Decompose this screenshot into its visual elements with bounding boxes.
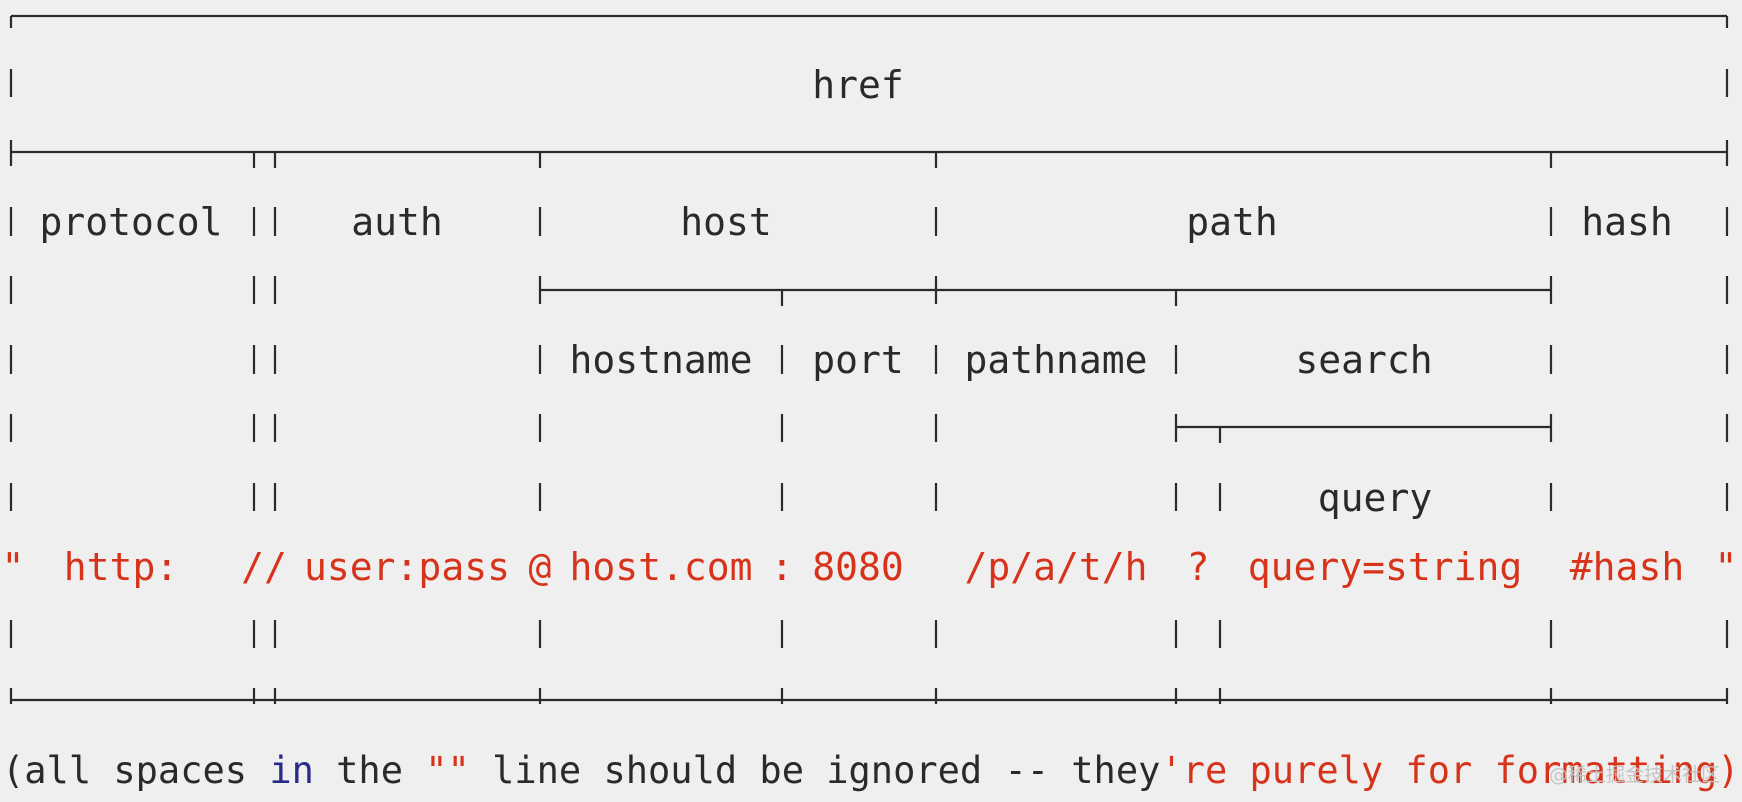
- url-hostname: host.com: [569, 545, 753, 589]
- host-label: host: [680, 200, 772, 244]
- note-rest: line should be ignored -- they: [469, 749, 1161, 792]
- path-label: path: [1186, 200, 1278, 244]
- pathname-label: pathname: [964, 338, 1148, 382]
- search-divider: [9, 414, 1729, 443]
- url-hash: #hash: [1569, 545, 1685, 589]
- host-path-divider: [9, 276, 1729, 306]
- formatting-note: (all spaces in the "" line should be ign…: [2, 752, 1740, 789]
- top-border: [9, 14, 1729, 28]
- port-label: port: [812, 338, 904, 382]
- href-divider: [9, 140, 1729, 168]
- protocol-label: protocol: [39, 200, 223, 244]
- href-label: href: [812, 63, 904, 107]
- url-close-quote: ": [1714, 545, 1738, 589]
- level3-separators: [9, 483, 1729, 511]
- auth-label: auth: [351, 200, 443, 244]
- bottom-border: [9, 688, 1729, 704]
- url-protocol: http:: [63, 545, 179, 589]
- lower-separators: [9, 620, 1729, 648]
- url-auth: user:pass: [304, 545, 510, 589]
- url-at: @: [528, 545, 552, 589]
- url-colon: :: [770, 545, 794, 589]
- query-label: query: [1317, 476, 1433, 520]
- url-port: 8080: [812, 545, 904, 589]
- note-keyword: in: [269, 749, 314, 792]
- search-label: search: [1295, 338, 1433, 382]
- note-middle: the: [313, 749, 426, 792]
- url-query: query=string: [1247, 545, 1523, 589]
- url-pathname: /p/a/t/h: [964, 545, 1148, 589]
- url-question: ?: [1186, 545, 1210, 589]
- hostname-label: hostname: [569, 338, 753, 382]
- note-open: (all spaces: [2, 749, 270, 792]
- level2-separators: [9, 345, 1729, 374]
- url-open-quote: ": [1, 545, 25, 589]
- url-slashes: //: [241, 545, 287, 589]
- watermark: @稀土掘金技术社区: [1548, 764, 1720, 786]
- note-tail: 're purely for formatting): [1160, 749, 1740, 792]
- note-quotes: "": [425, 749, 470, 792]
- href-row-edges: [9, 69, 1729, 97]
- level1-separators: [9, 207, 1729, 236]
- hash-label: hash: [1581, 200, 1673, 244]
